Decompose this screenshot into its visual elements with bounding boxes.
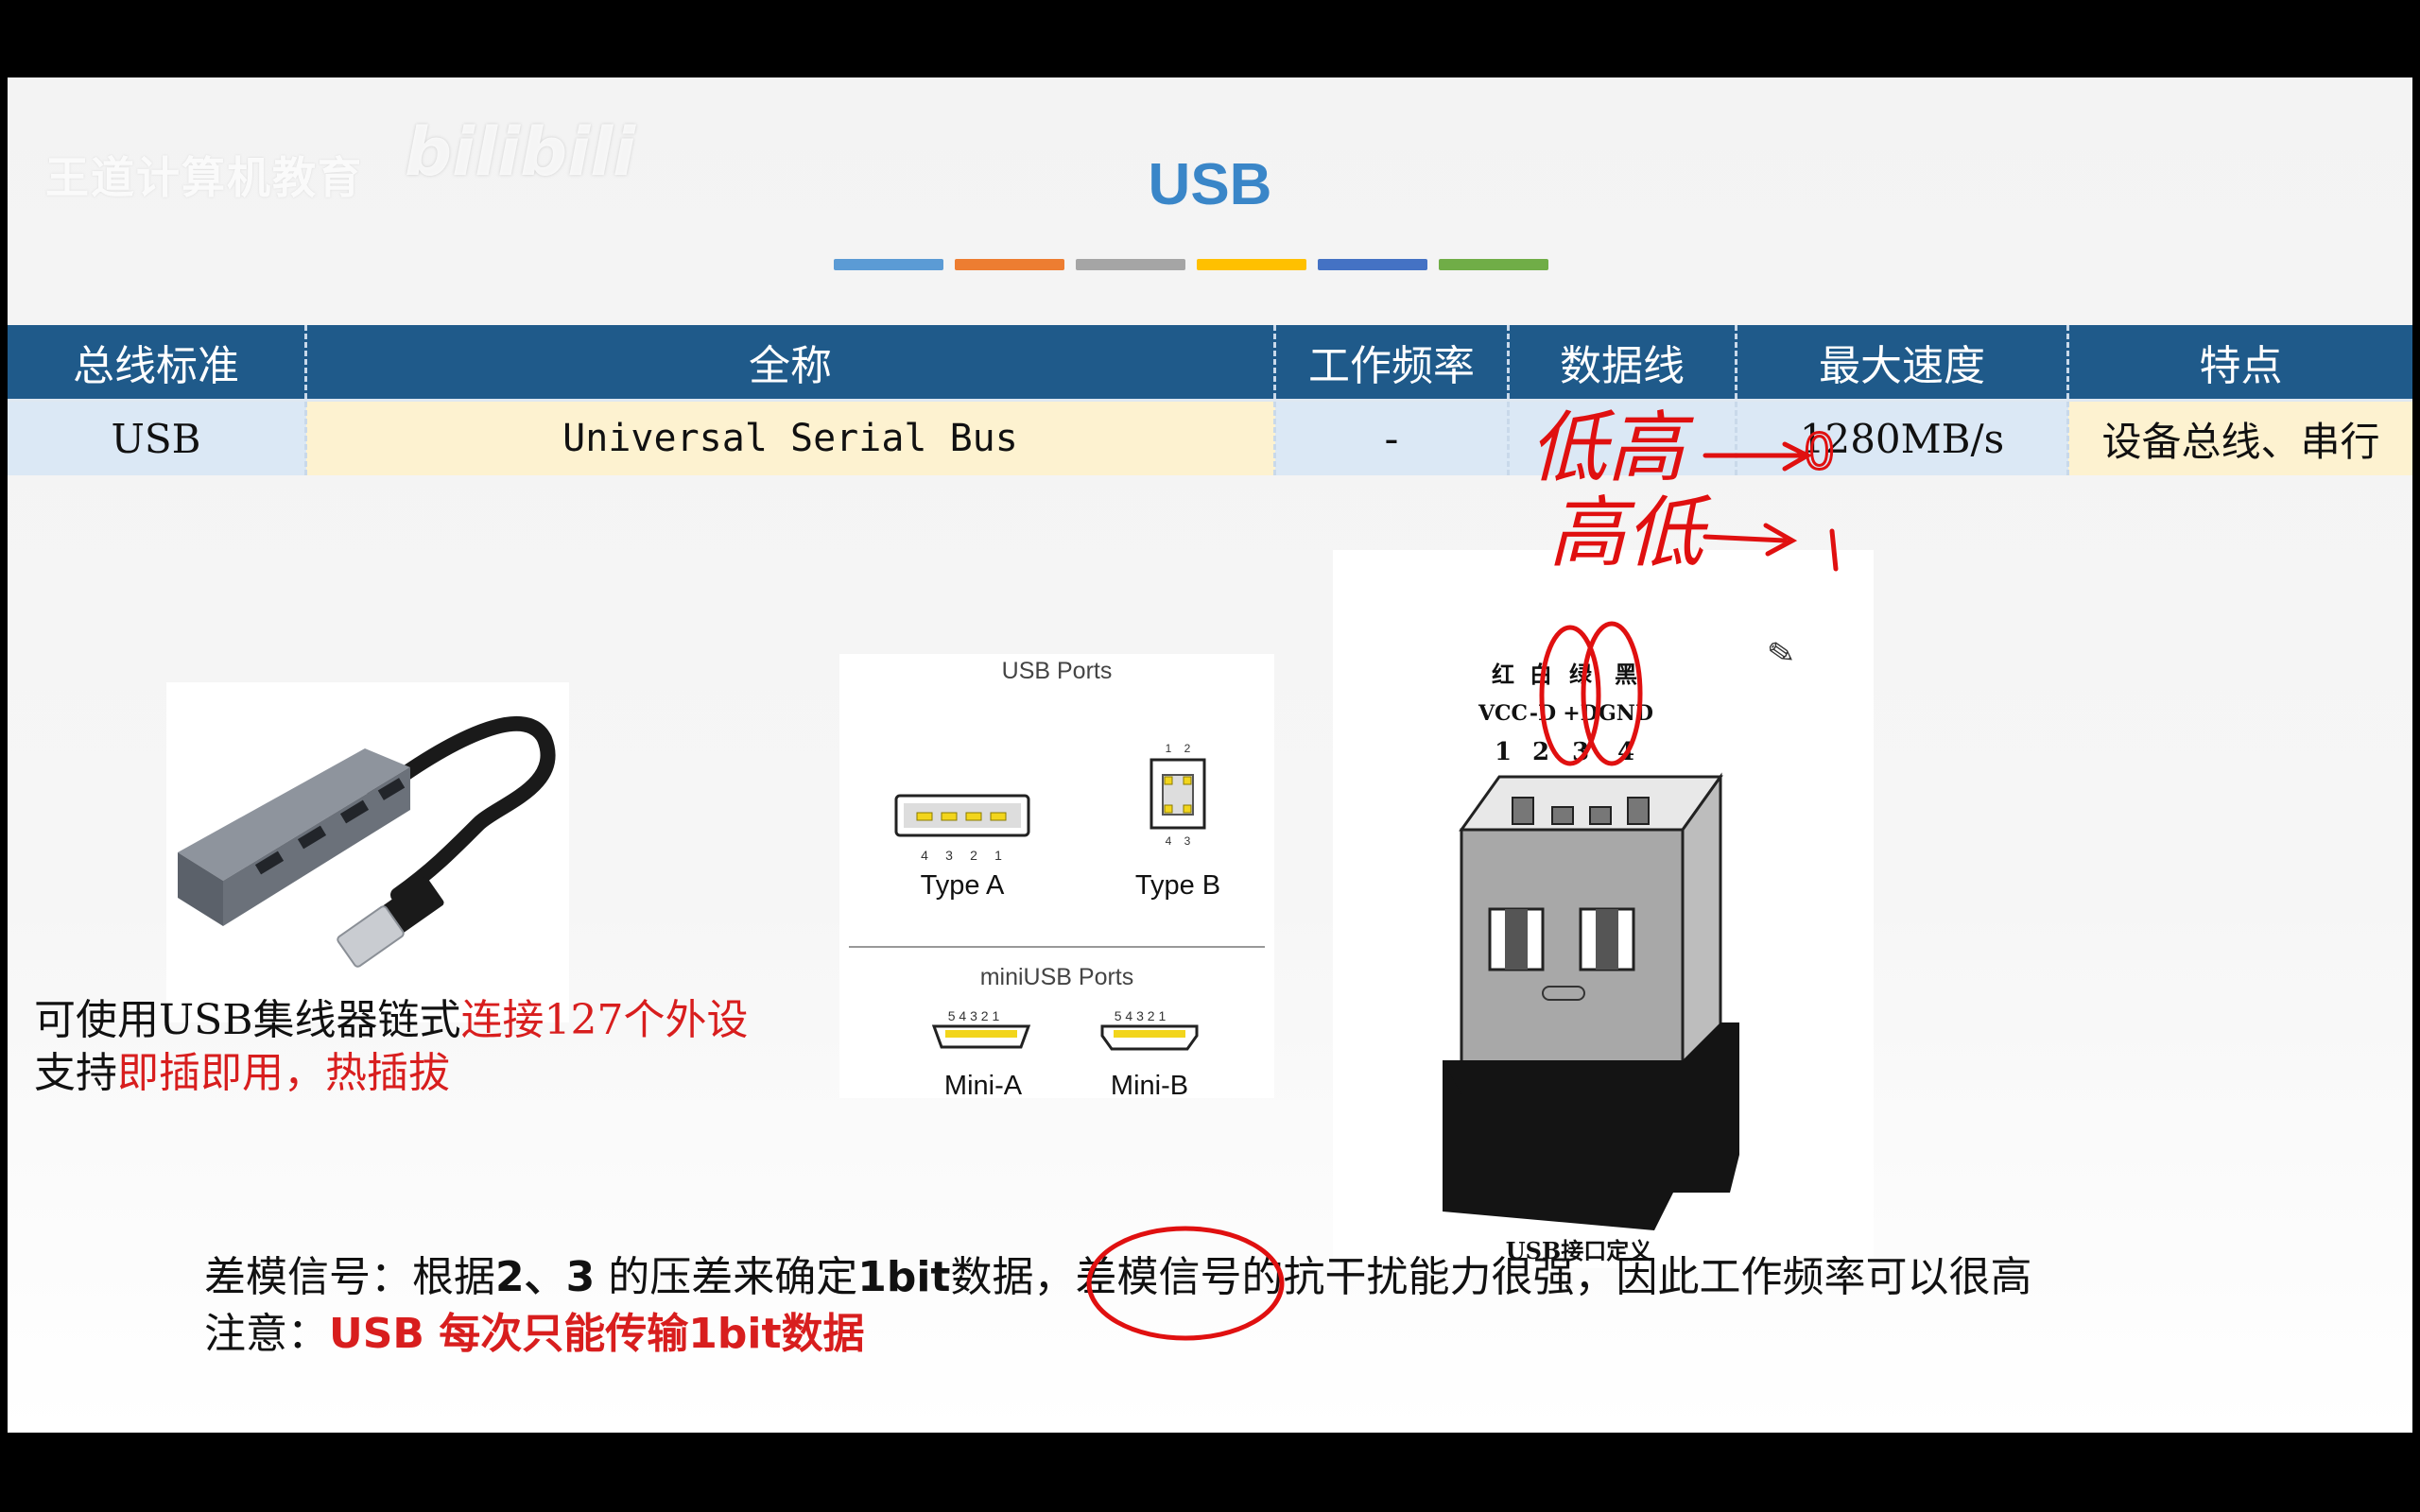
bottom-note-2b: USB 每次只能传输1bit数据 xyxy=(329,1310,865,1358)
signal-minus-d: -D xyxy=(1530,701,1556,726)
bottom-note-line-1: 差模信号：根据2、3 的压差来确定1bit数据，差模信号的抗干扰能力很强，因此工… xyxy=(204,1249,2031,1306)
type-b-pin-2: 2 xyxy=(1184,742,1191,755)
title-underline-bars xyxy=(834,259,1548,272)
mini-b-pins: 5 4 3 2 1 xyxy=(1115,1008,1167,1023)
type-b-pin-3: 3 xyxy=(1184,834,1191,848)
signal-gnd: GND xyxy=(1599,701,1653,726)
wire-color-white: 白 xyxy=(1530,661,1552,688)
header-features: 特点 xyxy=(2067,325,2412,402)
table-header-row: 总线标准 全称 工作频率 数据线 最大速度 特点 xyxy=(8,325,2412,402)
hub-notes: 可使用USB集线器链式连接127个外设 支持即插即用，热插拔 xyxy=(34,994,749,1100)
usb-hub-image xyxy=(166,682,569,1022)
pin-1: 1 xyxy=(1495,738,1512,766)
usb-ports-title: USB Ports xyxy=(1002,658,1113,684)
cell-data-lines xyxy=(1508,400,1737,475)
bottom-note-2a: 注意： xyxy=(204,1310,329,1358)
type-b-label: Type B xyxy=(1135,870,1220,901)
wire-color-black: 黑 xyxy=(1615,661,1637,688)
cell-full-name: Universal Serial Bus xyxy=(305,400,1276,475)
wire-color-green: 绿 xyxy=(1569,661,1593,688)
pin-2: 2 xyxy=(1532,738,1549,766)
hub-note-1-highlight: 连接127个外设 xyxy=(460,996,749,1044)
title-bar-4 xyxy=(1197,259,1306,270)
header-data-lines: 数据线 xyxy=(1508,325,1737,402)
type-b-pin-1: 1 xyxy=(1166,742,1172,755)
header-full-name: 全称 xyxy=(305,325,1276,402)
usb-connector-icon: 红 白 绿 黑 VCC -D +D GND 1 2 3 4 xyxy=(1443,661,1739,1264)
hub-note-line-2: 支持即插即用，热插拔 xyxy=(34,1047,749,1100)
title-bar-2 xyxy=(955,259,1064,270)
title-bar-5 xyxy=(1318,259,1427,270)
type-a-pin-3: 3 xyxy=(945,848,953,863)
mini-a-pins: 5 4 3 2 1 xyxy=(948,1008,1000,1023)
differential-signal-notes: 差模信号：根据2、3 的压差来确定1bit数据，差模信号的抗干扰能力很强，因此工… xyxy=(204,1249,2031,1363)
mini-ports-title: miniUSB Ports xyxy=(980,964,1134,990)
signal-plus-d: +D xyxy=(1563,701,1599,726)
type-a-pin-2: 2 xyxy=(970,848,977,863)
usb-ports-diagram: USB Ports 4 3 2 1 Type A 1 2 xyxy=(839,654,1274,1101)
hub-note-2-highlight: 即插即用，热插拔 xyxy=(117,1049,450,1097)
signal-vcc: VCC xyxy=(1478,701,1528,726)
type-a-pin-4: 4 xyxy=(921,848,928,863)
title-bar-6 xyxy=(1439,259,1548,270)
pin-4: 4 xyxy=(1617,738,1634,766)
bottom-note-1e: 数据，差模信号的抗干扰能力很强，因此工作频率可以很高 xyxy=(950,1253,2032,1301)
bottom-note-1c: 的压差来确定 xyxy=(595,1253,858,1301)
header-standard: 总线标准 xyxy=(8,325,307,402)
bottom-note-1d: 1bit xyxy=(857,1253,951,1301)
cell-features: 设备总线、串行 xyxy=(2067,400,2412,475)
cell-frequency: - xyxy=(1274,400,1510,475)
mini-b-label: Mini-B xyxy=(1111,1071,1188,1098)
slide-title: USB xyxy=(1148,152,1272,217)
hub-note-2-text: 支持 xyxy=(34,1049,117,1097)
hub-note-1-text: 可使用USB集线器链式 xyxy=(34,996,461,1044)
header-max-speed: 最大速度 xyxy=(1736,325,2069,402)
mini-a-label: Mini-A xyxy=(944,1071,1023,1098)
type-a-pin-1: 1 xyxy=(994,848,1002,863)
slide: 王道计算机教育 bilibili USB 总线标准 全称 工作频率 数据线 最大… xyxy=(8,77,2412,1433)
bottom-note-line-2: 注意：USB 每次只能传输1bit数据 xyxy=(204,1306,2031,1363)
bus-standard-table: 总线标准 全称 工作频率 数据线 最大速度 特点 USB Universal S… xyxy=(8,325,2412,475)
bottom-note-1a: 差模信号：根据 xyxy=(204,1253,495,1301)
pin-3: 3 xyxy=(1572,738,1589,766)
title-bar-1 xyxy=(834,259,943,270)
type-b-pin-4: 4 xyxy=(1166,834,1172,848)
bottom-note-1b: 2、3 xyxy=(495,1253,596,1301)
wire-color-red: 红 xyxy=(1492,661,1514,688)
usb-ports-icon: USB Ports 4 3 2 1 Type A 1 2 xyxy=(849,658,1265,1101)
header-frequency: 工作频率 xyxy=(1274,325,1510,402)
cell-max-speed: 1280MB/s xyxy=(1736,400,2069,475)
table-row: USB Universal Serial Bus - 1280MB/s 设备总线… xyxy=(8,400,2412,475)
connector-caption: USB接口定义 xyxy=(1506,1237,1652,1264)
usb-hub-icon xyxy=(178,716,556,968)
cell-standard: USB xyxy=(8,400,307,475)
type-a-label: Type A xyxy=(921,870,1005,901)
title-bar-3 xyxy=(1076,259,1185,270)
watermark: 王道计算机教育 xyxy=(45,152,363,203)
hub-note-line-1: 可使用USB集线器链式连接127个外设 xyxy=(34,994,749,1047)
